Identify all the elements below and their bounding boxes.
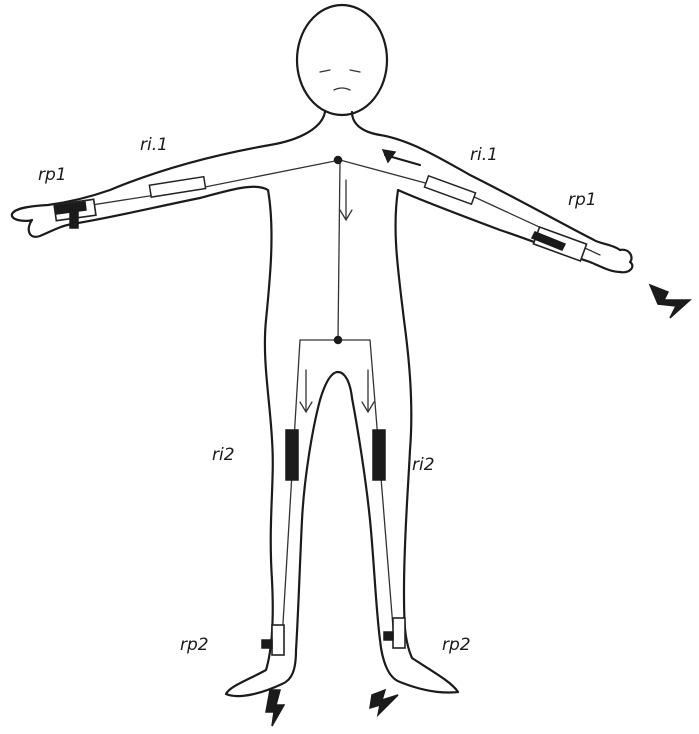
electrode-ri1-left [149, 177, 205, 197]
label-ri2-right: ri2 [412, 455, 435, 475]
label-ri1-right: ri.1 [470, 145, 498, 165]
label-rp1-right: rp1 [568, 190, 597, 210]
label-ri1-left: ri.1 [140, 135, 168, 155]
electrode-rp2-left [272, 625, 284, 655]
lightning-symbols [266, 285, 690, 726]
electrode-ri1-right [424, 176, 475, 204]
current-arrows [300, 150, 420, 412]
label-rp1-left: rp1 [38, 165, 67, 185]
label-ri2-left: ri2 [212, 445, 235, 465]
body-outline [12, 112, 633, 696]
internal-lines [60, 157, 600, 641]
face [320, 70, 360, 90]
label-rp2-right: rp2 [442, 635, 471, 655]
electrode-ri2-left [286, 430, 298, 480]
label-rp2-left: rp2 [180, 635, 209, 655]
electrodes [54, 176, 586, 655]
electrode-ri2-right [373, 430, 385, 480]
head [297, 5, 387, 115]
electrode-rp2-right [393, 618, 405, 648]
